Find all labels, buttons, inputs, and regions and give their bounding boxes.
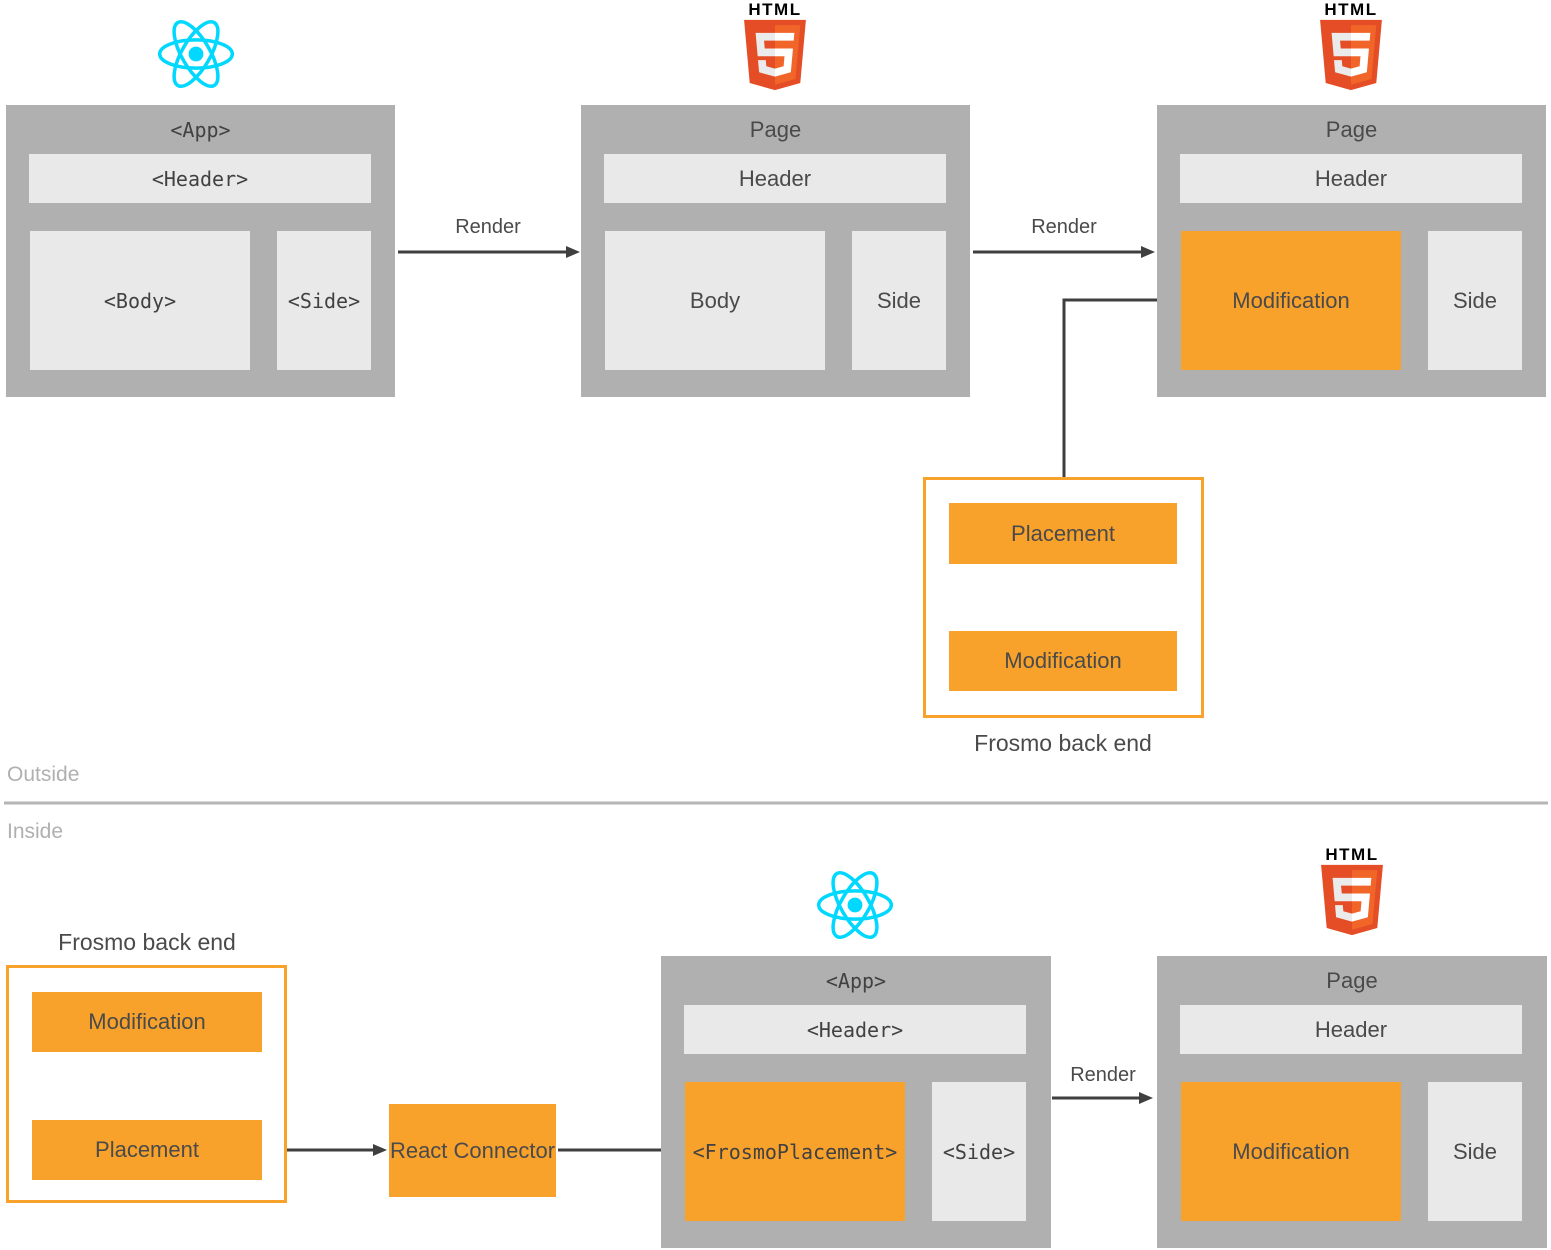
box-title: <App> (170, 117, 231, 142)
render-label: Render (1031, 216, 1097, 238)
placement-box: Placement (949, 503, 1177, 564)
modification-box: Modification (32, 992, 262, 1052)
side-panel: Side (1428, 1082, 1522, 1221)
render-label: Render (455, 216, 521, 238)
header-panel: <Header> (684, 1005, 1026, 1054)
header-panel: Header (604, 154, 946, 203)
placement-box: Placement (32, 1120, 262, 1180)
html5-logo: HTML (739, 0, 811, 91)
inside-zone-label: Inside (7, 820, 64, 843)
html5-logo: HTML (1315, 0, 1387, 91)
html5-logo-text: HTML (1324, 0, 1378, 19)
html-page-box-inside: Page Header Modification Side (1157, 956, 1547, 1248)
react-logo (814, 868, 896, 942)
html5-logo-text: HTML (748, 0, 802, 19)
react-app-box-inside: <App> <Header> <FrosmoPlacement> <Side> (661, 956, 1051, 1248)
render-label: Render (1070, 1064, 1136, 1086)
html5-shield-icon (744, 19, 806, 91)
side-panel: <Side> (932, 1082, 1026, 1221)
html5-logo: HTML (1316, 845, 1388, 936)
modification-panel: Modification (1181, 1082, 1401, 1221)
side-panel: <Side> (277, 231, 371, 370)
outside-zone-label: Outside (7, 763, 80, 786)
react-connector-box: React Connector (389, 1104, 556, 1197)
side-panel: Side (1428, 231, 1522, 370)
box-title: Page (749, 116, 802, 142)
header-panel: <Header> (29, 154, 371, 203)
side-panel: Side (852, 231, 946, 370)
html5-logo-text: HTML (1325, 845, 1379, 864)
frosmo-backend-box-inside: Modification Placement (6, 965, 287, 1203)
box-title: <App> (825, 968, 887, 993)
modification-panel: Modification (1181, 231, 1401, 370)
body-panel: Body (605, 231, 825, 370)
box-title: Page (1325, 116, 1378, 142)
frosmo-placement-panel: <FrosmoPlacement> (685, 1082, 905, 1221)
html5-shield-icon (1320, 19, 1382, 91)
html-page-box-outside: Page Header Body Side (581, 105, 970, 397)
html-page-modified-box-outside: Page Header Modification Side (1157, 105, 1546, 397)
html5-shield-icon (1321, 864, 1383, 936)
header-panel: Header (1180, 154, 1522, 203)
frosmo-backend-label-outside: Frosmo back end (974, 730, 1152, 756)
modification-box: Modification (949, 631, 1177, 691)
box-title: Page (1326, 967, 1378, 993)
react-app-box-outside: <App> <Header> <Body> <Side> (6, 105, 395, 397)
frosmo-backend-box-outside: Placement Modification (923, 477, 1204, 718)
body-panel: <Body> (30, 231, 250, 370)
react-logo (155, 17, 237, 91)
frosmo-backend-label-inside: Frosmo back end (58, 929, 236, 955)
header-panel: Header (1180, 1005, 1522, 1054)
